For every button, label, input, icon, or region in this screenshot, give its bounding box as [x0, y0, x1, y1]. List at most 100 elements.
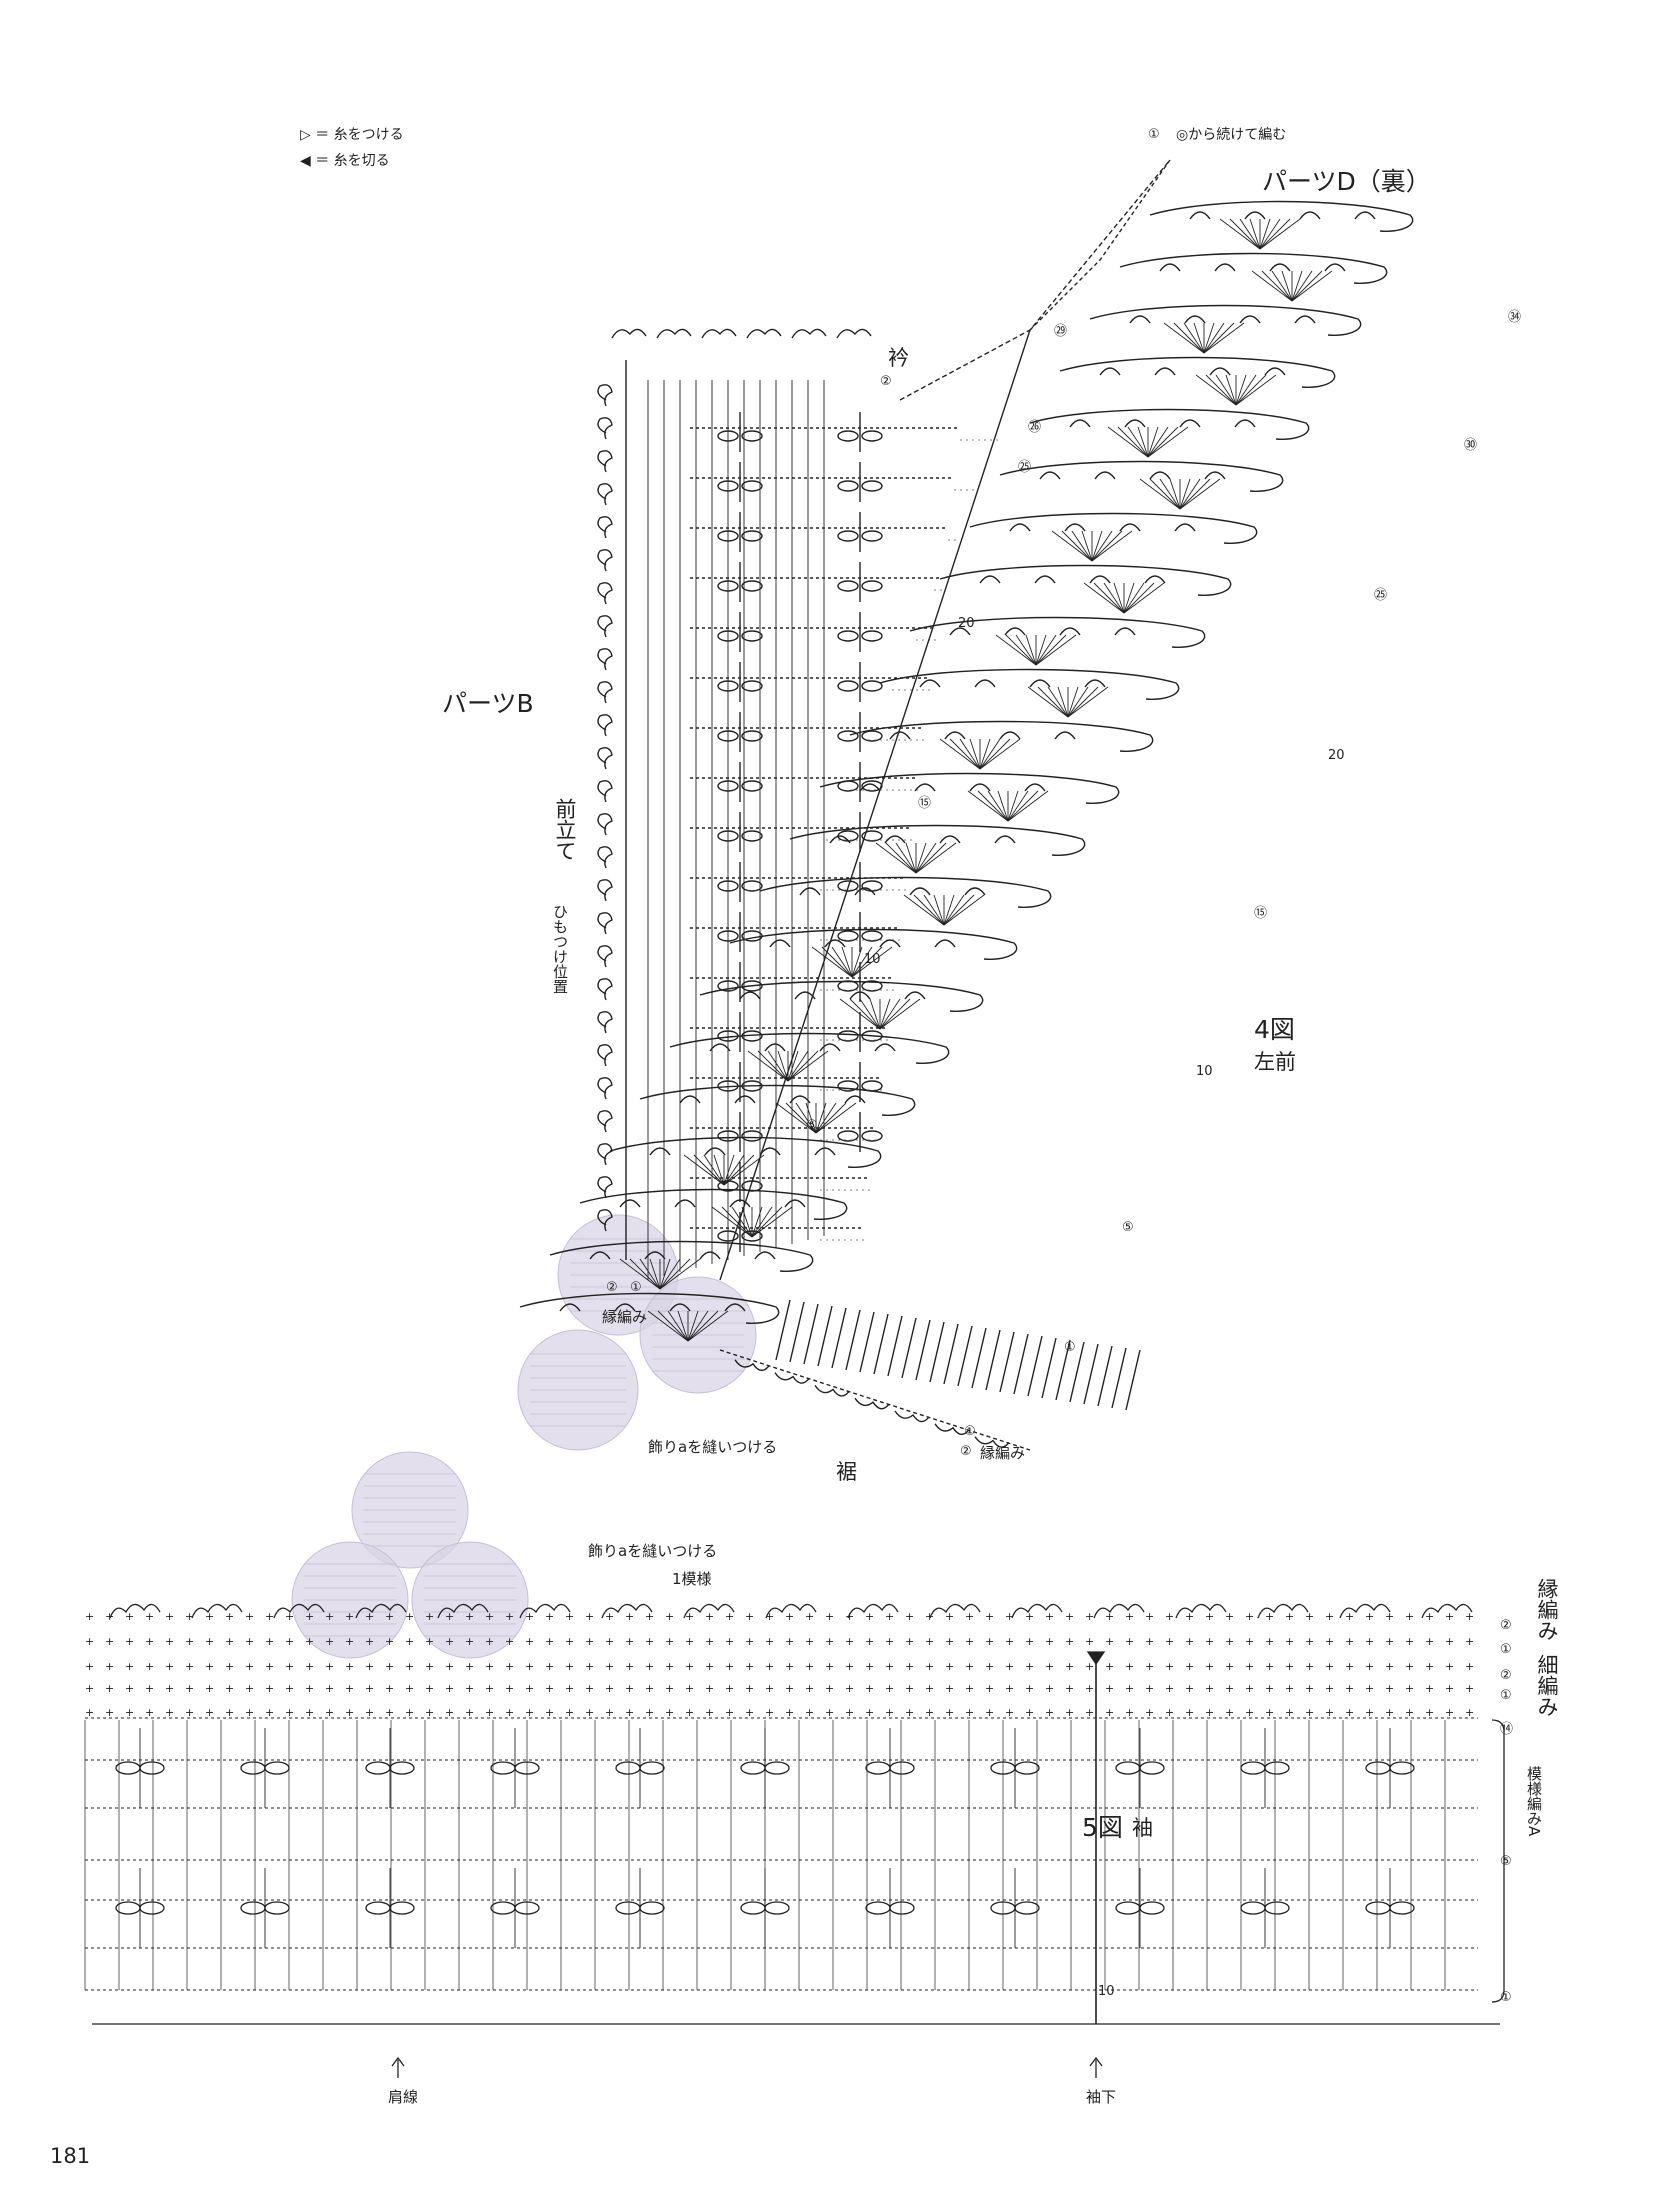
stitch-symbol: + — [365, 1610, 374, 1623]
stitch-symbol: + — [785, 1635, 794, 1648]
sleeve-petal — [264, 1901, 290, 1915]
picot-loop — [889, 731, 911, 740]
fan-spoke — [723, 1154, 755, 1186]
sleeve-picot — [601, 1603, 653, 1619]
sleeve-chart: ++++++++++++++++++++++++++++++++++++++++… — [84, 1603, 1505, 2078]
fan-spoke — [933, 894, 945, 926]
stitch-symbol: + — [805, 1682, 814, 1695]
picot-loop — [874, 1043, 896, 1052]
stitch-symbol: + — [345, 1682, 354, 1695]
fan-spoke — [1235, 374, 1247, 406]
stitch-symbol: + — [825, 1706, 834, 1719]
stitch-symbol: + — [1165, 1706, 1174, 1719]
fan-spoke — [943, 894, 985, 926]
picot-loop — [739, 991, 761, 1000]
petal-stitch — [861, 980, 883, 992]
stitch-symbol: + — [1245, 1610, 1254, 1623]
collar-picot — [656, 328, 692, 339]
stitch-symbol: + — [625, 1660, 634, 1673]
picot-stitch — [597, 1044, 613, 1067]
stitch-symbol: + — [285, 1706, 294, 1719]
stitch-symbol: + — [805, 1635, 814, 1648]
fan-spoke — [923, 894, 945, 926]
stitch-symbol: + — [925, 1682, 934, 1695]
stitch-symbol: + — [1245, 1660, 1254, 1673]
sleeve-petal — [365, 1761, 391, 1775]
fan-spoke — [1219, 218, 1261, 250]
fan-spoke — [1173, 322, 1205, 354]
sleeve-picot — [1339, 1603, 1391, 1619]
stitch-symbol: + — [85, 1610, 94, 1623]
stitch-symbol: + — [305, 1660, 314, 1673]
fan-spoke — [1139, 478, 1181, 510]
hem-stitch — [831, 1307, 847, 1369]
row-num: 20 — [958, 616, 975, 631]
picot-loop — [1004, 627, 1026, 636]
fan-spoke — [1127, 426, 1149, 458]
picot-loop — [794, 991, 816, 1000]
picot-loop — [849, 991, 871, 1000]
picot-loop — [884, 835, 906, 844]
stitch-symbol: + — [325, 1660, 334, 1673]
fan-spoke — [1159, 478, 1181, 510]
stitch-symbol: + — [145, 1706, 154, 1719]
stitch-symbol: + — [385, 1610, 394, 1623]
stitch-symbol: + — [1125, 1635, 1134, 1648]
stitch-symbol: + — [165, 1706, 174, 1719]
row-num: ② — [1500, 1618, 1512, 1633]
stitch-symbol: + — [1005, 1660, 1014, 1673]
picot-stitch — [597, 912, 613, 935]
stitch-symbol: + — [1185, 1610, 1194, 1623]
stitch-symbol: + — [705, 1660, 714, 1673]
fan-spoke — [905, 842, 917, 874]
picot-loop — [619, 1199, 641, 1208]
stitch-symbol: + — [625, 1610, 634, 1623]
picot-stitch — [597, 945, 613, 968]
hem-picot — [894, 1410, 930, 1423]
picot-loop — [669, 1303, 691, 1312]
cut-yarn-icon — [1086, 1651, 1106, 1666]
stitch-symbol: + — [465, 1635, 474, 1648]
hem-stitch — [817, 1305, 833, 1367]
stitch-symbol: + — [1285, 1635, 1294, 1648]
picot-loop — [904, 991, 926, 1000]
fan-spoke — [1067, 686, 1079, 718]
fan-spoke — [839, 998, 881, 1030]
stitch-symbol: + — [1005, 1706, 1014, 1719]
sleeve-petal — [639, 1901, 665, 1915]
fan-spoke — [1291, 270, 1333, 302]
petal-stitch — [717, 830, 739, 842]
picot-loop — [1039, 471, 1061, 480]
stitch-symbol: + — [905, 1635, 914, 1648]
sleeve-petal — [615, 1761, 641, 1775]
stitch-symbol: + — [1125, 1660, 1134, 1673]
picot-loop — [974, 679, 996, 688]
fan-spoke — [751, 1206, 763, 1238]
stitch-symbol: + — [985, 1660, 994, 1673]
stitch-symbol: + — [305, 1682, 314, 1695]
pattern-label-fig5: 模様編みA — [1525, 1766, 1543, 1837]
stitch-symbol: + — [125, 1706, 134, 1719]
sleeve-petal — [490, 1901, 516, 1915]
petal-stitch — [741, 480, 763, 492]
stitch-symbol: + — [1025, 1660, 1034, 1673]
stitch-symbol: + — [465, 1706, 474, 1719]
petal-stitch — [837, 680, 859, 692]
stitch-symbol: + — [685, 1706, 694, 1719]
picot-stitch — [597, 978, 613, 1001]
stitch-symbol: + — [1345, 1682, 1354, 1695]
fan-spoke — [1035, 634, 1067, 666]
fan-spoke — [723, 1154, 745, 1186]
fan-chain-arc — [609, 1136, 882, 1168]
picot-stitch — [597, 1011, 613, 1034]
sleeve-petal — [1115, 1901, 1141, 1915]
fan-spoke — [751, 1206, 793, 1238]
stitch-symbol: + — [1065, 1610, 1074, 1623]
petal-stitch — [717, 580, 739, 592]
stitch-symbol: + — [345, 1660, 354, 1673]
picot-loop — [1059, 627, 1081, 636]
fan-spoke — [979, 738, 1021, 770]
row-num: ㉕ — [1018, 460, 1032, 475]
picot-loop — [679, 1095, 701, 1104]
stitch-symbol: + — [85, 1706, 94, 1719]
